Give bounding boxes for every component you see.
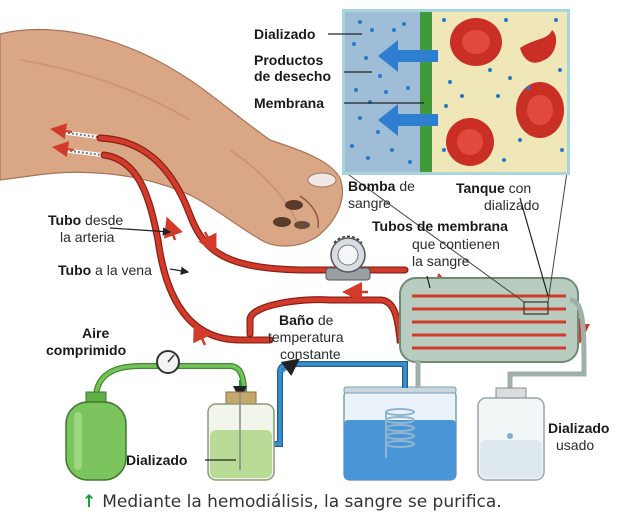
inset-label-membrane: Membrana [254, 95, 324, 111]
label-membrane-tubes-line2: que contienen [412, 236, 500, 252]
label-compressed-air: Aire [82, 325, 109, 341]
label-temperature-bath-line3: constante [280, 346, 341, 362]
label-blood-pump: Bomba de [348, 178, 415, 194]
membrane-inset [328, 9, 570, 175]
inset-label-waste-products-line2: de desecho [254, 68, 331, 84]
dialysate-bottle [208, 392, 274, 480]
label-tank: Tanque con [456, 180, 531, 196]
label-temperature-bath-line2: temperatura [268, 329, 343, 345]
label-tube-from-artery-line2: la arteria [60, 229, 114, 245]
label-tube-from-artery: Tubo desde [48, 212, 123, 228]
label-membrane-tubes-line3: la sangre [412, 253, 470, 269]
caption-text: Mediante la hemodiálisis, la sangre se p… [102, 492, 501, 512]
blood-pump [326, 236, 370, 280]
temperature-bath [344, 387, 456, 480]
used-dialysate-bottle [478, 388, 544, 480]
label-used-dialysate-line2: usado [556, 437, 594, 453]
inset-label-waste-products: Productos [254, 52, 323, 68]
label-used-dialysate: Dializado [548, 420, 609, 436]
arrow-up-icon: ↑ [82, 492, 96, 512]
label-compressed-air-line2: comprimido [46, 342, 126, 358]
pressure-gauge [157, 351, 179, 373]
figure-caption: ↑ Mediante la hemodiálisis, la sangre se … [82, 492, 502, 512]
label-blood-pump-line2: sangre [348, 195, 391, 211]
thumb-nail [308, 173, 336, 187]
label-membrane-tubes: Tubos de membrana [372, 218, 508, 234]
inset-label-dialysate: Dializado [254, 26, 315, 42]
label-temperature-bath: Baño de [279, 312, 333, 328]
label-tank-line2: dializado [484, 197, 539, 213]
label-dialysate-bottle: Dializado [126, 452, 187, 468]
label-tube-to-vein: Tubo a la vena [58, 262, 152, 278]
air-cylinder [66, 392, 126, 480]
